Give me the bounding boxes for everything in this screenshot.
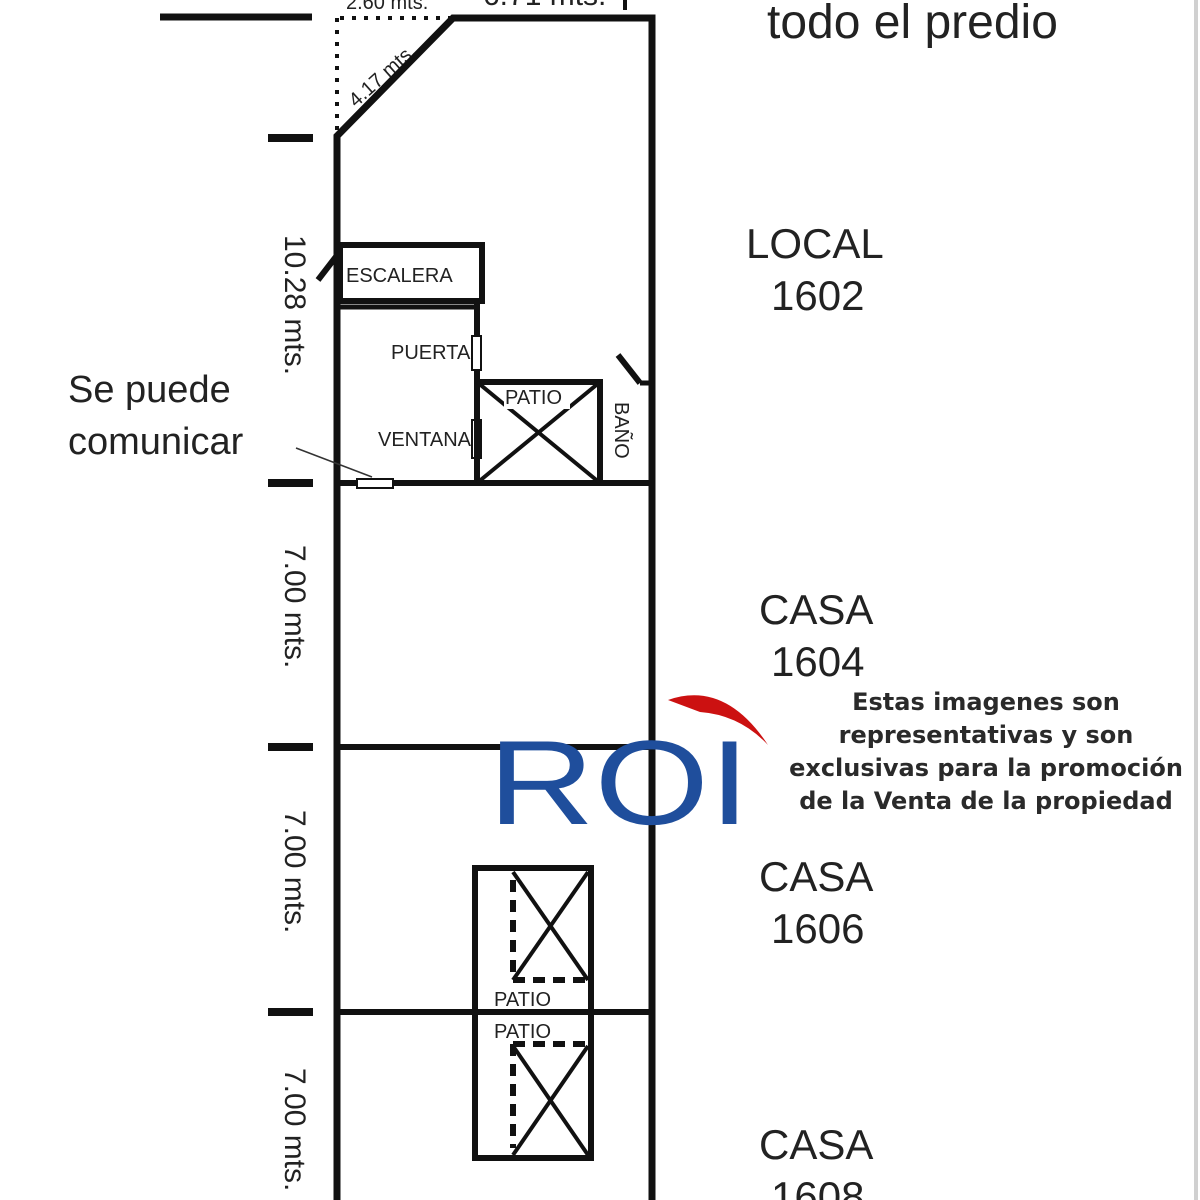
disclaimer-line: de la Venta de la propiedad [799, 787, 1173, 815]
stairs-label: ESCALERA [346, 265, 453, 287]
top-dim-left: 2.60 mts. [346, 0, 428, 14]
bath-label: BAÑO [610, 402, 634, 459]
roi-logo-swoosh [668, 695, 768, 745]
patio-cross [475, 380, 602, 485]
disclaimer-line: representativas y son [838, 721, 1134, 749]
property-outline [333, 14, 656, 1200]
unit-1608-number: 1608 [771, 1173, 864, 1200]
patio-label-1608: PATIO [494, 1021, 551, 1043]
top-dim-right: 6.71 mts. [483, 0, 606, 12]
annotation-line2: comunicar [68, 421, 244, 463]
annotation-line1: Se puede [68, 369, 231, 411]
unit-1608-type: CASA [759, 1121, 873, 1168]
disclaimer-line: Estas imagenes son [852, 688, 1120, 716]
diagonal-dim-label: 4.17 mts. [345, 40, 421, 111]
disclaimer-note: Estas imagenes son representativas y son… [780, 686, 1192, 818]
unit-1604-number: 1604 [771, 638, 864, 685]
patio-label-1602: PATIO [505, 387, 562, 409]
dim-casa-1606: 7.00 mts. [278, 810, 311, 933]
patio-1608 [472, 1009, 594, 1161]
unit-1606-number: 1606 [771, 905, 864, 952]
unit-1604-type: CASA [759, 586, 873, 633]
header-title: todo el predio [767, 0, 1058, 49]
annotation-leader [295, 447, 373, 478]
patio-1602 [474, 379, 603, 486]
disclaimer-line: exclusivas para la promoción [789, 754, 1183, 782]
window-label: VENTANA [378, 429, 472, 451]
communication-opening [356, 478, 394, 489]
bath-door-swing [615, 353, 643, 385]
stairs-box [337, 242, 485, 304]
roi-logo-text: ROI [488, 716, 750, 850]
patio-1606-cross [511, 870, 590, 982]
door-label: PUERTA [391, 342, 471, 364]
patio-1608-cross [511, 1044, 590, 1157]
roi-logo: ROI [488, 695, 768, 850]
unit-1602-number: 1602 [771, 272, 864, 319]
stairs-door-swing [315, 252, 341, 282]
unit-1602-type: LOCAL [746, 220, 884, 267]
door-opening [471, 335, 482, 371]
patio-label-1606: PATIO [494, 989, 551, 1011]
dim-local-1602: 10.28 mts. [278, 235, 311, 375]
dim-casa-1604: 7.00 mts. [278, 545, 311, 668]
dim-casa-1608: 7.00 mts. [278, 1068, 311, 1191]
unit-1606-type: CASA [759, 853, 873, 900]
